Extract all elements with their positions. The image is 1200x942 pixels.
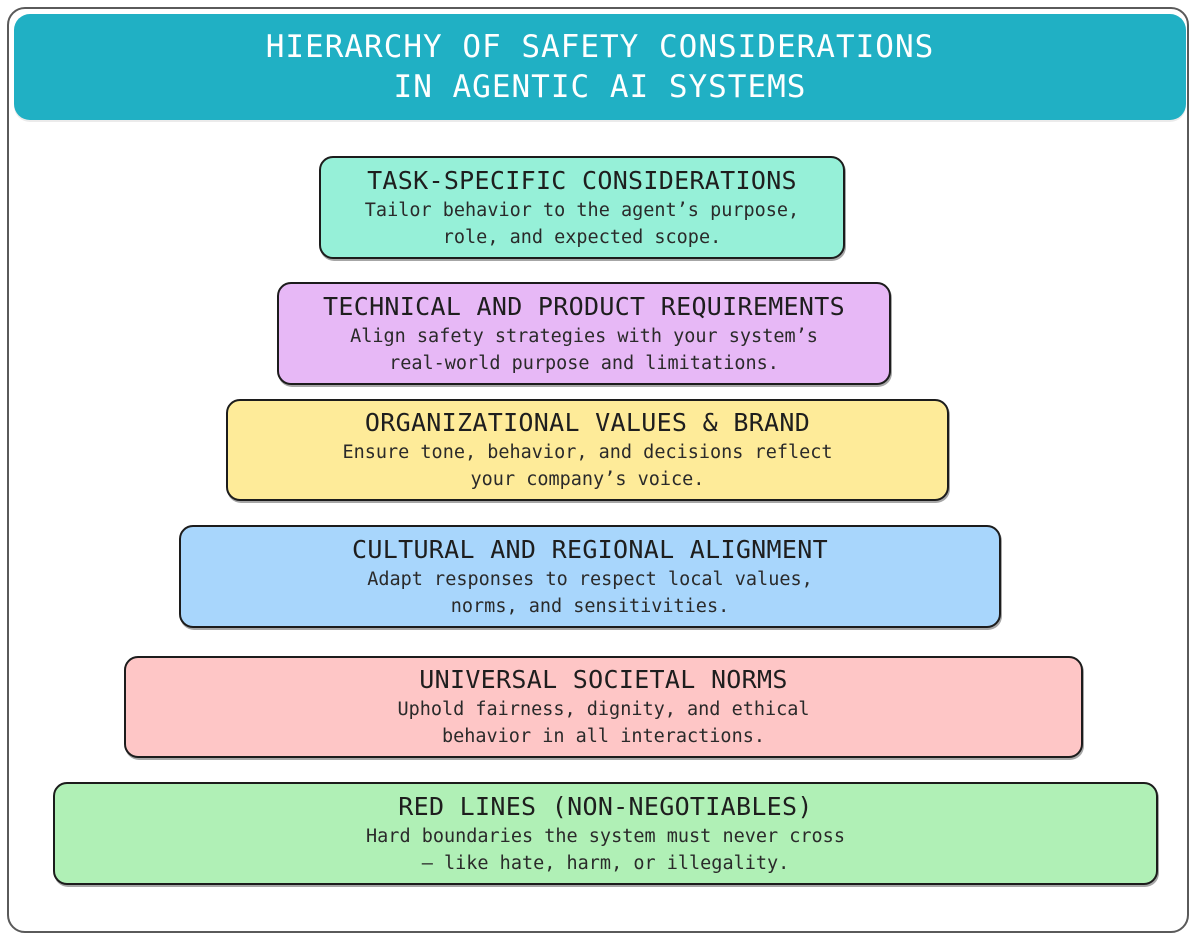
tier-title: RED LINES (NON-NEGOTIABLES) — [398, 791, 813, 821]
tier-description-line-1: Uphold fairness, dignity, and ethical — [397, 699, 810, 720]
tier-description-line-2: norms, and sensitivities. — [450, 595, 730, 617]
tier-title: UNIVERSAL SOCIETAL NORMS — [419, 665, 788, 694]
diagram-title-line-2: IN AGENTIC AI SYSTEMS — [393, 69, 807, 105]
tier-description-line-1: Align safety strategies with your system… — [350, 325, 818, 347]
tier-description-line-1: Ensure tone, behavior, and decisions ref… — [342, 442, 833, 463]
tier-description-line-1: Adapt responses to respect local values, — [367, 568, 813, 590]
title-banner: HIERARCHY OF SAFETY CONSIDERATIONS IN AG… — [14, 14, 1186, 120]
tier-description: Ensure tone, behavior, and decisions ref… — [342, 439, 832, 493]
tier-description: Uphold fairness, dignity, and ethical be… — [397, 696, 809, 750]
tier-title: CULTURAL AND REGIONAL ALIGNMENT — [352, 534, 828, 564]
tier-description-line-2: behavior in all interactions. — [441, 726, 765, 747]
tier-description-line-2: – like hate, harm, or illegality. — [421, 852, 790, 874]
tier-description-line-1: Hard boundaries the system must never cr… — [366, 825, 845, 847]
tier-description: Hard boundaries the system must never cr… — [366, 823, 845, 877]
tier-technical-product: TECHNICAL AND PRODUCT REQUIREMENTS Align… — [277, 282, 891, 385]
tier-title: TASK-SPECIFIC CONSIDERATIONS — [367, 165, 797, 195]
tier-organizational-values: ORGANIZATIONAL VALUES & BRAND Ensure ton… — [226, 399, 949, 501]
tier-description-line-2: your company’s voice. — [470, 469, 705, 490]
tier-universal-norms: UNIVERSAL SOCIETAL NORMS Uphold fairness… — [124, 656, 1083, 758]
tier-description-line-2: role, and expected scope. — [442, 226, 722, 248]
tier-title: ORGANIZATIONAL VALUES & BRAND — [364, 408, 811, 437]
tier-description: Adapt responses to respect local values,… — [367, 566, 813, 620]
tier-red-lines: RED LINES (NON-NEGOTIABLES) Hard boundar… — [53, 782, 1158, 885]
tier-title: TECHNICAL AND PRODUCT REQUIREMENTS — [323, 291, 845, 321]
tier-description-line-1: Tailor behavior to the agent’s purpose, — [364, 199, 800, 221]
tier-description-line-2: real-world purpose and limitations. — [389, 352, 779, 374]
tier-description: Tailor behavior to the agent’s purpose, … — [365, 197, 799, 251]
diagram-title-line-1: HIERARCHY OF SAFETY CONSIDERATIONS — [265, 29, 935, 65]
tier-task-specific: TASK-SPECIFIC CONSIDERATIONS Tailor beha… — [319, 156, 845, 259]
tier-cultural-regional: CULTURAL AND REGIONAL ALIGNMENT Adapt re… — [179, 525, 1001, 628]
tier-description: Align safety strategies with your system… — [350, 323, 818, 377]
